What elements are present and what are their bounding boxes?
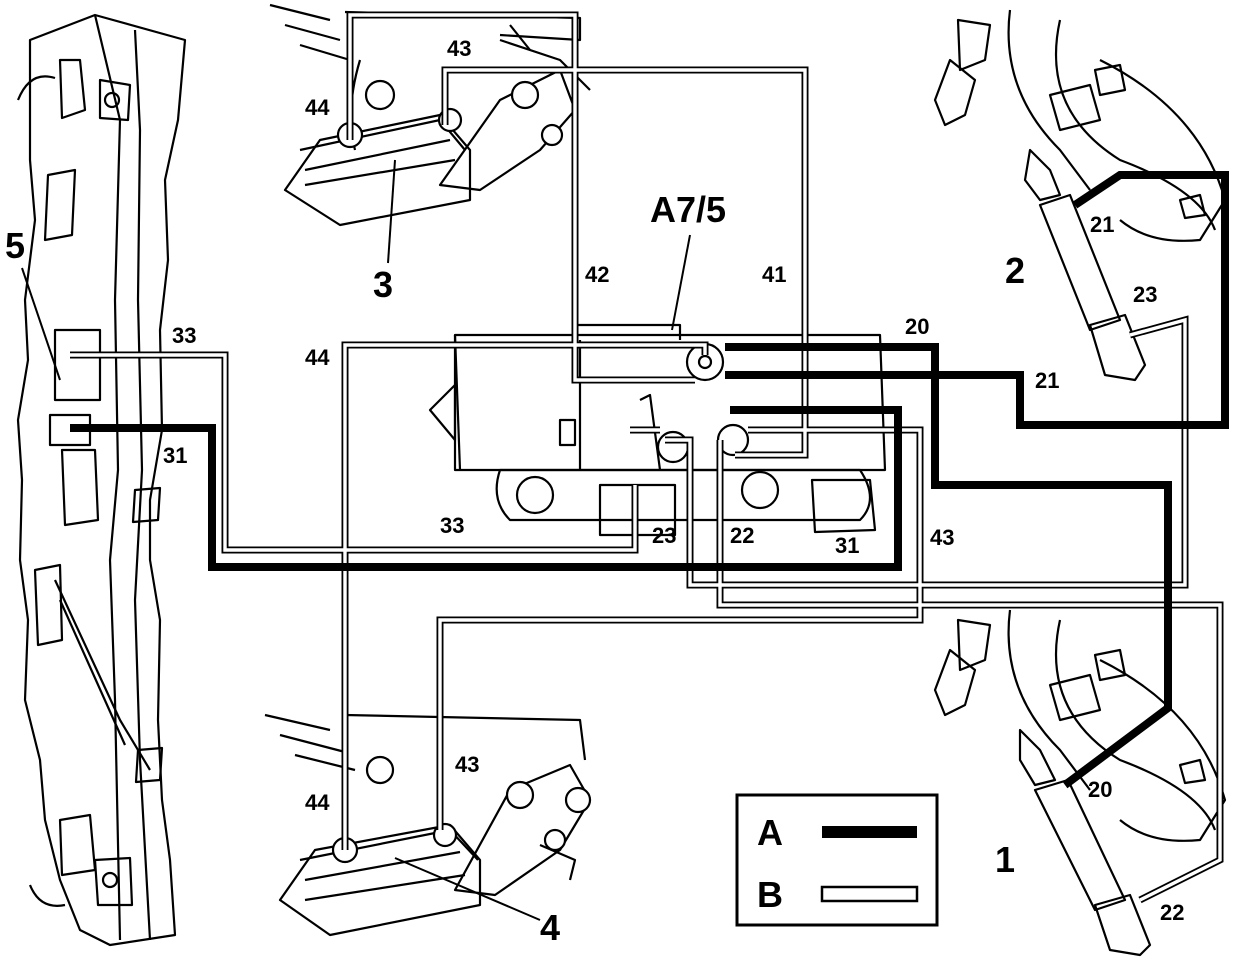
label-line-42: 42 bbox=[585, 262, 609, 287]
label-a7-5: A7/5 bbox=[650, 189, 726, 230]
lines-type-a bbox=[70, 171, 1229, 789]
line-44-lower bbox=[341, 341, 709, 850]
label-line-20-right: 20 bbox=[1088, 777, 1112, 802]
label-line-41: 41 bbox=[762, 262, 786, 287]
frame-part-5 bbox=[16, 13, 187, 947]
labels: A7/5 1 2 3 4 5 20 21 21 23 20 22 33 31 3… bbox=[5, 36, 1184, 948]
label-part-3: 3 bbox=[373, 264, 393, 305]
cylinder-part-4 bbox=[264, 713, 592, 937]
line-31 bbox=[70, 406, 902, 571]
legend-b-label: B bbox=[757, 874, 783, 915]
label-line-43-lower: 43 bbox=[455, 752, 479, 777]
lines-type-b bbox=[70, 11, 1224, 904]
line-43-lower bbox=[436, 426, 924, 830]
line-20 bbox=[725, 343, 1172, 789]
label-line-23-bottom: 23 bbox=[652, 523, 676, 548]
label-line-44-lower: 44 bbox=[305, 790, 330, 815]
line-43-upper bbox=[441, 66, 809, 459]
label-line-44-top: 44 bbox=[305, 95, 330, 120]
label-line-22-bottom: 22 bbox=[730, 523, 754, 548]
label-line-20-top: 20 bbox=[905, 314, 929, 339]
label-line-21-top: 21 bbox=[1090, 212, 1114, 237]
legend: A B bbox=[735, 793, 939, 927]
label-part-1: 1 bbox=[995, 839, 1015, 880]
label-line-23-right: 23 bbox=[1133, 282, 1157, 307]
leader-part-5 bbox=[21, 267, 61, 381]
leader-part-3 bbox=[387, 159, 396, 264]
legend-a-label: A bbox=[757, 812, 783, 853]
label-line-31-left: 31 bbox=[163, 443, 187, 468]
label-part-4: 4 bbox=[540, 907, 560, 948]
label-part-2: 2 bbox=[1005, 250, 1025, 291]
legend-b-swatch bbox=[820, 885, 919, 903]
label-line-44-mid: 44 bbox=[305, 345, 330, 370]
leader-a7-5 bbox=[671, 234, 691, 331]
label-line-33-top: 33 bbox=[172, 323, 196, 348]
label-line-31-bottom: 31 bbox=[835, 533, 859, 558]
label-part-5: 5 bbox=[5, 225, 25, 266]
label-line-43-top: 43 bbox=[447, 36, 471, 61]
label-line-33-bottom: 33 bbox=[440, 513, 464, 538]
hydraulic-unit-a7-5 bbox=[428, 323, 887, 537]
strut-part-1 bbox=[933, 609, 1227, 957]
label-line-43-right: 43 bbox=[930, 525, 954, 550]
line-21 bbox=[725, 171, 1229, 429]
label-line-21-right: 21 bbox=[1035, 368, 1059, 393]
leader-part-4 bbox=[394, 857, 541, 921]
label-line-22-right: 22 bbox=[1160, 900, 1184, 925]
